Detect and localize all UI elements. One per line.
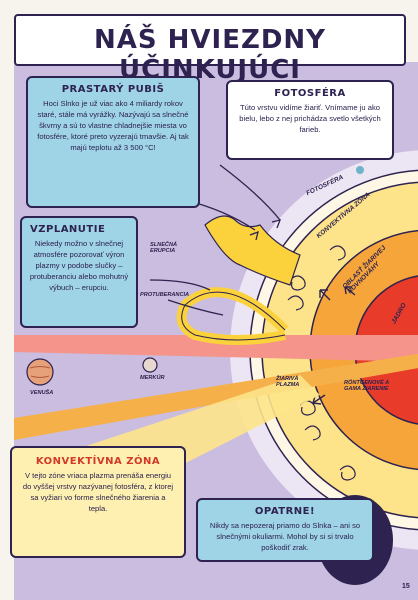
decor-dot xyxy=(356,166,364,174)
vzplanutie-box: VZPLANUTIE Niekedy možno v slnečnej atmo… xyxy=(20,216,138,328)
label-protuberancia: PROTUBERANCIA xyxy=(140,292,190,298)
page-number: 15 xyxy=(402,583,410,590)
light-ray-orange xyxy=(14,353,418,440)
pubis-heading: PRASTARÝ PUBIŠ xyxy=(61,84,165,95)
konvektivna-text: V tejto zóne vriaca plazma prenáša energ… xyxy=(22,471,174,513)
mercury-planet xyxy=(142,357,158,373)
pubis-box: PRASTARÝ PUBIŠ Hoci Slnko je už viac ako… xyxy=(26,76,200,208)
venus-planet xyxy=(26,358,54,386)
label-venusa: VENUŠA xyxy=(30,390,54,396)
fotosfera-heading: FOTOSFÉRA xyxy=(274,88,346,99)
prominence-outline xyxy=(181,291,286,341)
light-ray-red xyxy=(14,335,418,362)
label-rontgenove: RÖNTGENOVÉ A GAMA ŽIARENIE xyxy=(344,380,389,393)
opatrne-text: Nikdy sa nepozeraj priamo do Slnka – ani… xyxy=(209,521,361,552)
fotosfera-box: FOTOSFÉRA Túto vrstvu vidíme žiariť. Vní… xyxy=(226,80,394,160)
pubis-text: Hoci Slnko je už viac ako 4 miliardy rok… xyxy=(37,99,189,152)
konvektivna-box: KONVEKTÍVNA ZÓNA V tejto zóne vriaca pla… xyxy=(10,446,186,558)
label-ziariva-plazma: ŽIARIVÁ PLAZMA xyxy=(276,376,300,389)
title-banner: NÁŠ HVIEZDNY ÚČINKUJÚCI xyxy=(14,14,406,85)
label-slnecna-erupcia: SLNEČNÁ ERUPCIA xyxy=(150,242,178,255)
label-merkur: MERKÚR xyxy=(140,375,165,381)
konvektivna-heading: KONVEKTÍVNA ZÓNA xyxy=(35,456,161,467)
vzplanutie-text: Niekedy možno v slnečnej atmosfére pozor… xyxy=(29,239,129,292)
vzplanutie-heading: VZPLANUTIE xyxy=(30,224,106,235)
opatrne-box: OPATRNE! Nikdy sa nepozeraj priamo do Sl… xyxy=(196,498,374,562)
solar-flare xyxy=(204,215,301,286)
fotosfera-text: Túto vrstvu vidíme žiariť. Vnímame ju ak… xyxy=(239,103,381,134)
opatrne-heading: OPATRNE! xyxy=(254,506,316,517)
venus-bands xyxy=(29,366,51,378)
